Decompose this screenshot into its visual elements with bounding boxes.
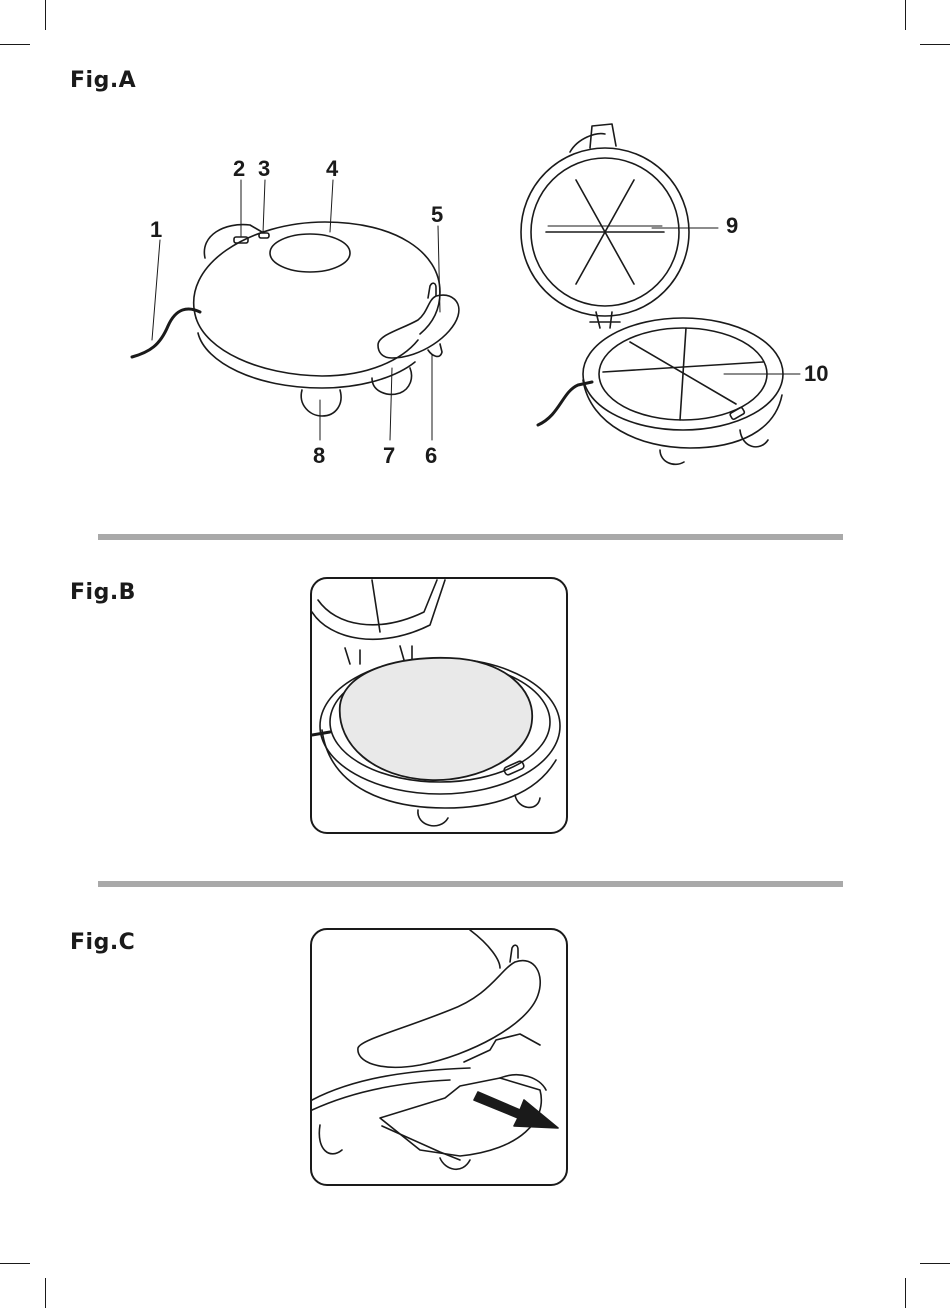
callout-2: 2 (233, 156, 245, 181)
closed-appliance-illustration (132, 180, 459, 440)
pull-direction-arrow (474, 1092, 558, 1128)
callout-6: 6 (425, 443, 437, 468)
open-power-cord (538, 382, 592, 425)
lid-window (270, 234, 350, 272)
indicator-light-3 (259, 233, 269, 238)
hinge (590, 312, 620, 328)
callout-8: 8 (313, 443, 325, 468)
callout-7: 7 (383, 443, 395, 468)
open-appliance-illustration (521, 124, 800, 464)
fig-b-illustration (311, 578, 567, 833)
fig-c-frame (311, 929, 567, 1185)
fig-c-handle (358, 961, 540, 1068)
callout-1: 1 (150, 217, 162, 242)
appliance-base (198, 333, 415, 388)
power-cord (132, 309, 200, 357)
front-handle (378, 295, 459, 358)
callout-10: 10 (804, 361, 828, 386)
tortilla (340, 658, 532, 780)
callout-3: 3 (258, 156, 270, 181)
rear-handle (204, 225, 262, 258)
front-foot (301, 390, 341, 416)
front-latch (729, 407, 745, 420)
callout-5: 5 (431, 202, 443, 227)
fig-c-illustration (311, 929, 567, 1185)
callout-4: 4 (326, 156, 339, 181)
callout-9: 9 (726, 213, 738, 238)
appliance-lid (194, 222, 440, 334)
callout-numbers: 1 2 3 4 5 6 7 8 9 10 (150, 156, 828, 468)
lid-latch (590, 124, 616, 148)
